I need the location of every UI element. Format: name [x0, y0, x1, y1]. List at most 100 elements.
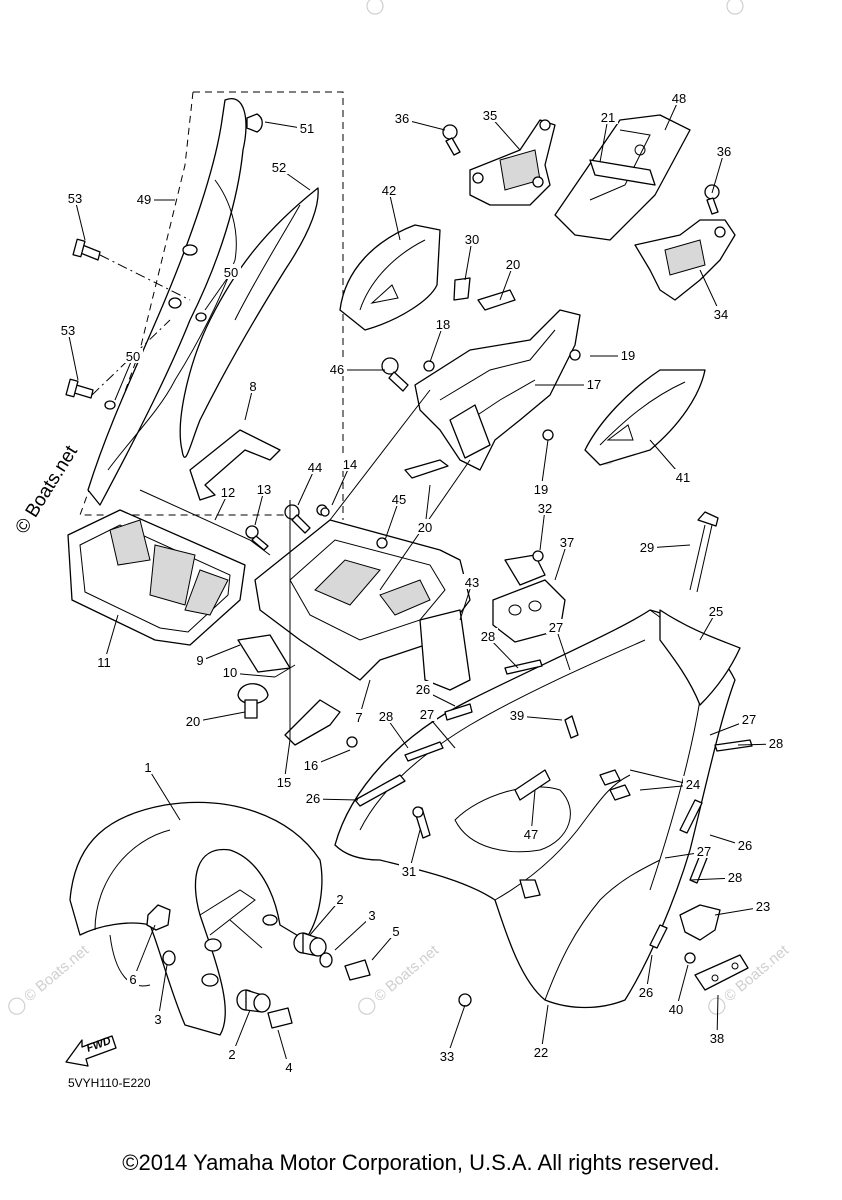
- callout-bg: [334, 891, 346, 906]
- side-cowling-group: [65, 91, 344, 520]
- callout-bg: [433, 316, 453, 331]
- callout-leader: [74, 198, 86, 241]
- callout-bg: [753, 898, 773, 913]
- callout-bg: [706, 603, 726, 618]
- callout-number: 40: [669, 1002, 683, 1017]
- callout-number: 53: [61, 323, 75, 338]
- callout-number: 43: [465, 575, 479, 590]
- callout-bg: [735, 837, 755, 852]
- callout-number: 16: [304, 758, 318, 773]
- callout-leader: [114, 356, 134, 401]
- callout-leader: [629, 769, 694, 786]
- callout-number: 28: [481, 629, 495, 644]
- callout-bg: [417, 706, 437, 721]
- callout-number: 27: [697, 844, 711, 859]
- callout-bg: [390, 923, 402, 938]
- rear-fender-group: [334, 550, 753, 1009]
- callout-bg: [521, 826, 541, 841]
- callout-number: 25: [709, 604, 723, 619]
- callout-number: 14: [343, 457, 357, 472]
- callout-number: 39: [510, 708, 524, 723]
- callout-bg: [478, 628, 498, 643]
- callout-bg: [546, 619, 566, 634]
- callout-bg: [366, 907, 378, 922]
- top-parts-group: [339, 114, 736, 593]
- callout-bg: [413, 681, 433, 696]
- faint-watermark-text: © Boats.net: [21, 941, 93, 1005]
- callout-leader: [67, 330, 79, 381]
- callout-bg: [711, 306, 731, 321]
- callout-number: 20: [186, 714, 200, 729]
- callout-number: 28: [379, 709, 393, 724]
- callout-bg: [274, 774, 294, 789]
- callout-bg: [301, 757, 321, 772]
- callout-leader: [464, 239, 473, 281]
- callout-bg: [673, 469, 693, 484]
- callout-number: 36: [717, 144, 731, 159]
- callout-bg: [725, 869, 745, 884]
- callout-number: 4: [285, 1060, 292, 1075]
- callout-number: 36: [395, 111, 409, 126]
- callout-number: 19: [534, 482, 548, 497]
- callout-number: 26: [639, 985, 653, 1000]
- callout-number: 29: [640, 540, 654, 555]
- callout-number: 17: [587, 377, 601, 392]
- callout-number: 51: [300, 121, 314, 136]
- callout-bg: [58, 322, 78, 337]
- callout-bg: [152, 1011, 164, 1026]
- callout-number: 26: [306, 791, 320, 806]
- callout-number: 27: [549, 620, 563, 635]
- callout-number: 2: [228, 1047, 235, 1062]
- callout-number: 48: [672, 91, 686, 106]
- callout-leader: [539, 508, 546, 551]
- callout-number: 27: [742, 712, 756, 727]
- callout-bg: [194, 652, 206, 667]
- callout-bg: [598, 109, 618, 124]
- callout-number: 7: [355, 710, 362, 725]
- callout-bg: [376, 708, 396, 723]
- callout-number: 42: [382, 183, 396, 198]
- callout-number: 46: [330, 362, 344, 377]
- callout-bg: [269, 159, 289, 174]
- callout-number: 11: [97, 655, 111, 670]
- callout-number: 6: [129, 972, 136, 987]
- callout-bg: [94, 654, 114, 669]
- callout-bg: [303, 790, 323, 805]
- callout-bg: [766, 735, 786, 750]
- callout-bg: [327, 361, 347, 376]
- callout-number: 30: [465, 232, 479, 247]
- callout-number: 2: [336, 892, 343, 907]
- callout-bg: [739, 711, 759, 726]
- callout-bg: [694, 843, 714, 858]
- callout-bg: [134, 191, 154, 206]
- callout-leader: [554, 542, 568, 581]
- callout-number: 27: [420, 707, 434, 722]
- callout-number: 21: [601, 110, 615, 125]
- callout-bg: [503, 256, 523, 271]
- center-bracket-group: [237, 277, 581, 748]
- callout-number: 53: [68, 191, 82, 206]
- callout-bg: [142, 759, 154, 774]
- callout-number: 38: [710, 1031, 724, 1046]
- callout-bg: [557, 534, 577, 549]
- callout-number: 13: [257, 482, 271, 497]
- callout-bg: [462, 574, 482, 589]
- callout-bg: [283, 1059, 295, 1074]
- callout-bg: [247, 378, 259, 393]
- callout-leader: [711, 151, 725, 194]
- callout-bg: [218, 484, 238, 499]
- meter-panel-group: [67, 429, 281, 646]
- callout-bg: [353, 709, 365, 724]
- callout-number: 26: [738, 838, 752, 853]
- callout-number: 34: [714, 307, 728, 322]
- fwd-arrow: FWD: [65, 1035, 117, 1067]
- callout-bg: [584, 376, 604, 391]
- faint-watermark-text: © Boats.net: [371, 941, 443, 1005]
- callout-number: 12: [221, 485, 235, 500]
- callout-number: 3: [154, 1012, 161, 1027]
- copyright-notice: ©2014 Yamaha Motor Corporation, U.S.A. A…: [122, 1150, 720, 1175]
- callout-bg: [254, 481, 274, 496]
- callout-number: 41: [676, 470, 690, 485]
